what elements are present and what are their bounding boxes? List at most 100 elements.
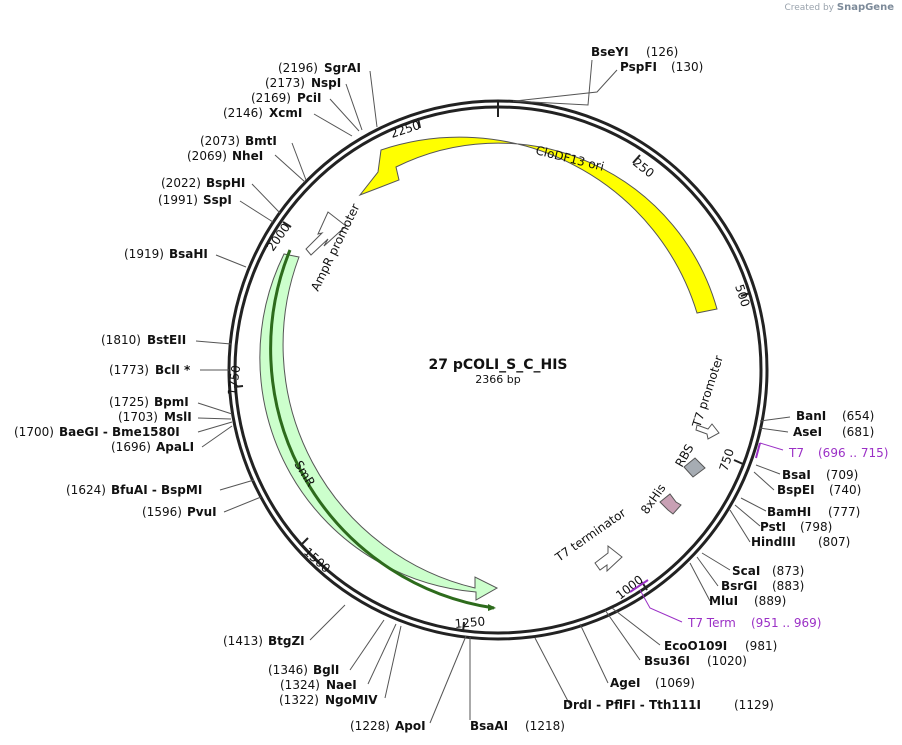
site-bsu36i-pos: (1020) [707, 654, 747, 668]
primer-t7-term-mark [629, 579, 649, 593]
primer-t7[interactable]: T7 [788, 446, 804, 460]
site-bpmi-pos: (1725) [109, 395, 149, 409]
site-drdi-pflfi-tth111i[interactable]: DrdI - PflFI - Tth111I [563, 698, 701, 712]
snapgene-logo: SnapGene [836, 2, 894, 13]
primer-t7-term-leader [639, 589, 683, 623]
site-nspi-pos: (2173) [265, 76, 305, 90]
site-apali[interactable]: ApaLI [156, 440, 194, 454]
site-bsphi[interactable]: BspHI [206, 176, 245, 190]
site-ngomiv-pos: (1322) [279, 693, 319, 707]
feature-label-t7-promoter: T7 promoter [689, 354, 726, 430]
site-xcmi-pos: (2146) [223, 106, 263, 120]
site-pcii[interactable]: PciI [297, 91, 322, 105]
tick-750: 750 [717, 447, 737, 473]
site-pvui[interactable]: PvuI [187, 505, 217, 519]
smr-primer-arrow [488, 604, 496, 611]
primer-t7-pos: (696 .. 715) [818, 446, 888, 460]
site-ngomiv[interactable]: NgoMIV [325, 693, 378, 707]
feature-clodf13-ori[interactable] [358, 136, 718, 314]
snapgene-credit: Created by SnapGene [784, 2, 894, 13]
site-asei[interactable]: AseI [793, 425, 822, 439]
site-bseyi[interactable]: BseYI [591, 45, 629, 59]
site-ecoo109i-pos: (981) [745, 639, 777, 653]
site-sspi-pos: (1991) [158, 193, 198, 207]
site-bgli-pos: (1346) [268, 663, 308, 677]
site-bsaai[interactable]: BsaAI [470, 719, 508, 733]
site-bspei[interactable]: BspEI [777, 483, 815, 497]
primer-t7-mark [755, 442, 761, 459]
credit-text: Created by [784, 3, 834, 13]
site-asei-pos: (681) [842, 425, 874, 439]
site-bsrgi[interactable]: BsrGI [721, 579, 758, 593]
tick-1750: 1750 [225, 364, 243, 396]
feature-ampr-promoter[interactable] [305, 211, 347, 256]
site-bmti[interactable]: BmtI [245, 134, 277, 148]
site-bsteii[interactable]: BstEII [147, 333, 186, 347]
site-btgzi[interactable]: BtgZI [268, 634, 305, 648]
site-bmti-pos: (2073) [200, 134, 240, 148]
site-labels: BseYI (126) PspFI (130) BanI (654) AseI … [14, 45, 888, 733]
site-nhei[interactable]: NheI [232, 149, 263, 163]
site-bsphi-pos: (2022) [161, 176, 201, 190]
feature-label-clodf13-ori: CloDF13 ori [534, 143, 605, 173]
site-hindiii-pos: (807) [818, 535, 850, 549]
site-sgrai[interactable]: SgrAI [324, 61, 361, 75]
site-apoi-pos: (1228) [350, 719, 390, 733]
primer-t7-term[interactable]: T7 Term [687, 616, 736, 630]
site-xcmi[interactable]: XcmI [269, 106, 302, 120]
site-pspfi-pos: (130) [671, 60, 703, 74]
primer-t7-leader [759, 442, 784, 451]
feature-smr[interactable] [259, 253, 499, 601]
site-mlui[interactable]: MluI [709, 594, 738, 608]
site-bfuai-bspmi[interactable]: BfuAI - BspMI [111, 483, 202, 497]
site-bani-pos: (654) [842, 409, 874, 423]
primer-t7-term-pos: (951 .. 969) [751, 616, 821, 630]
site-hindiii[interactable]: HindIII [751, 535, 796, 549]
site-bsrgi-pos: (883) [772, 579, 804, 593]
site-bcli[interactable]: BclI * [155, 363, 191, 377]
site-agei[interactable]: AgeI [610, 676, 640, 690]
site-nhei-pos: (2069) [187, 149, 227, 163]
site-bseyi-pos: (126) [646, 45, 678, 59]
site-bsu36i[interactable]: Bsu36I [644, 654, 690, 668]
site-pspfi[interactable]: PspFI [620, 60, 657, 74]
plasmid-name: 27 pCOLI_S_C_HIS [428, 357, 567, 373]
site-bsahi-pos: (1919) [124, 247, 164, 261]
site-bani[interactable]: BanI [796, 409, 826, 423]
site-apoi[interactable]: ApoI [395, 719, 426, 733]
site-ecoo109i[interactable]: EcoO109I [664, 639, 727, 653]
site-naei[interactable]: NaeI [326, 678, 357, 692]
site-btgzi-pos: (1413) [223, 634, 263, 648]
site-sspi[interactable]: SspI [203, 193, 232, 207]
site-bpmi[interactable]: BpmI [154, 395, 189, 409]
site-bsahi[interactable]: BsaHI [169, 247, 208, 261]
site-naei-pos: (1324) [280, 678, 320, 692]
feature-rbs[interactable] [683, 457, 706, 478]
feature-t7-promoter[interactable] [695, 423, 720, 440]
plasmid-length: 2366 bp [475, 373, 520, 386]
site-bsaai-pos: (1218) [525, 719, 565, 733]
site-scai-pos: (873) [772, 564, 804, 578]
site-nspi[interactable]: NspI [311, 76, 341, 90]
site-scai[interactable]: ScaI [732, 564, 760, 578]
site-bgli[interactable]: BglI [313, 663, 339, 677]
feature-8xhis[interactable] [659, 493, 682, 515]
site-mlui-pos: (889) [754, 594, 786, 608]
site-apali-pos: (1696) [111, 440, 151, 454]
site-bspei-pos: (740) [829, 483, 861, 497]
site-drdi-pos: (1129) [734, 698, 774, 712]
site-sgrai-pos: (2196) [278, 61, 318, 75]
site-bsai[interactable]: BsaI [782, 468, 811, 482]
feature-t7-terminator[interactable] [594, 544, 623, 573]
site-msli-pos: (1703) [118, 410, 158, 424]
site-pvui-pos: (1596) [142, 505, 182, 519]
site-bsai-pos: (709) [826, 468, 858, 482]
site-bsteii-pos: (1810) [101, 333, 141, 347]
site-msli[interactable]: MslI [164, 410, 192, 424]
site-bcli-pos: (1773) [109, 363, 149, 377]
tick-1250: 1250 [454, 614, 486, 631]
site-baegi-bme1580i[interactable]: BaeGI - Bme1580I [59, 425, 180, 439]
site-bamhi[interactable]: BamHI [767, 505, 811, 519]
site-psti[interactable]: PstI [760, 520, 786, 534]
